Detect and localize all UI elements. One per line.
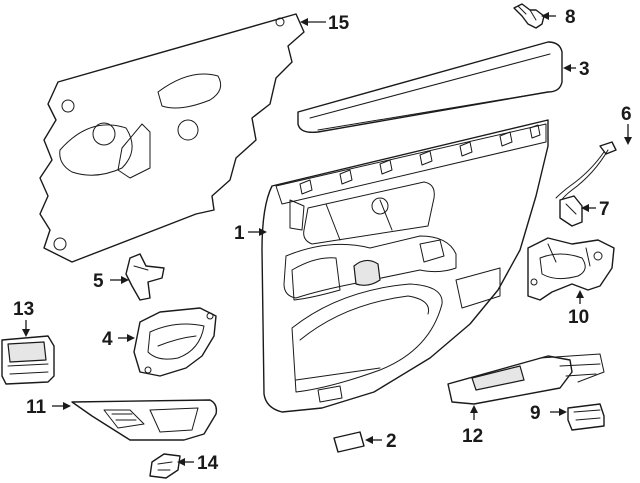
- callout-11: 11: [26, 397, 47, 418]
- callout-7: 7: [599, 199, 610, 220]
- part-8-clip: [513, 3, 545, 29]
- leader-lines: [22, 12, 632, 466]
- part-7-bracket: [559, 195, 583, 227]
- callout-6: 6: [621, 104, 632, 125]
- part-13-switch: [1, 335, 55, 385]
- part-15-water-shield: [39, 13, 305, 263]
- callout-1: 1: [234, 223, 245, 244]
- callout-10: 10: [568, 307, 589, 328]
- callout-5: 5: [93, 271, 104, 292]
- part-2-cover: [333, 431, 365, 453]
- callout-13: 13: [13, 299, 34, 320]
- part-11-bezel: [71, 399, 218, 441]
- callout-14: 14: [197, 453, 219, 474]
- callout-4: 4: [102, 329, 113, 350]
- callout-8: 8: [565, 7, 576, 28]
- part-9-connector: [567, 403, 605, 431]
- part-10-lock: [527, 237, 615, 301]
- callout-3: 3: [579, 59, 590, 80]
- part-5-bracket: [125, 253, 165, 301]
- part-12-switch-panel: [447, 353, 605, 405]
- callout-12: 12: [462, 426, 483, 447]
- part-1-door-trim-panel: [261, 119, 549, 413]
- part-14-clip: [149, 453, 181, 479]
- callout-15: 15: [328, 13, 350, 34]
- callout-labels: 15 8 3 6 7 1 5 10 13 4 11 9 2 12 14: [13, 7, 632, 474]
- callout-9: 9: [530, 403, 541, 424]
- part-6-rod: [555, 141, 617, 203]
- part-4-inside-handle: [133, 307, 217, 377]
- part-3-belt-molding: [297, 41, 563, 134]
- callout-2: 2: [386, 431, 397, 452]
